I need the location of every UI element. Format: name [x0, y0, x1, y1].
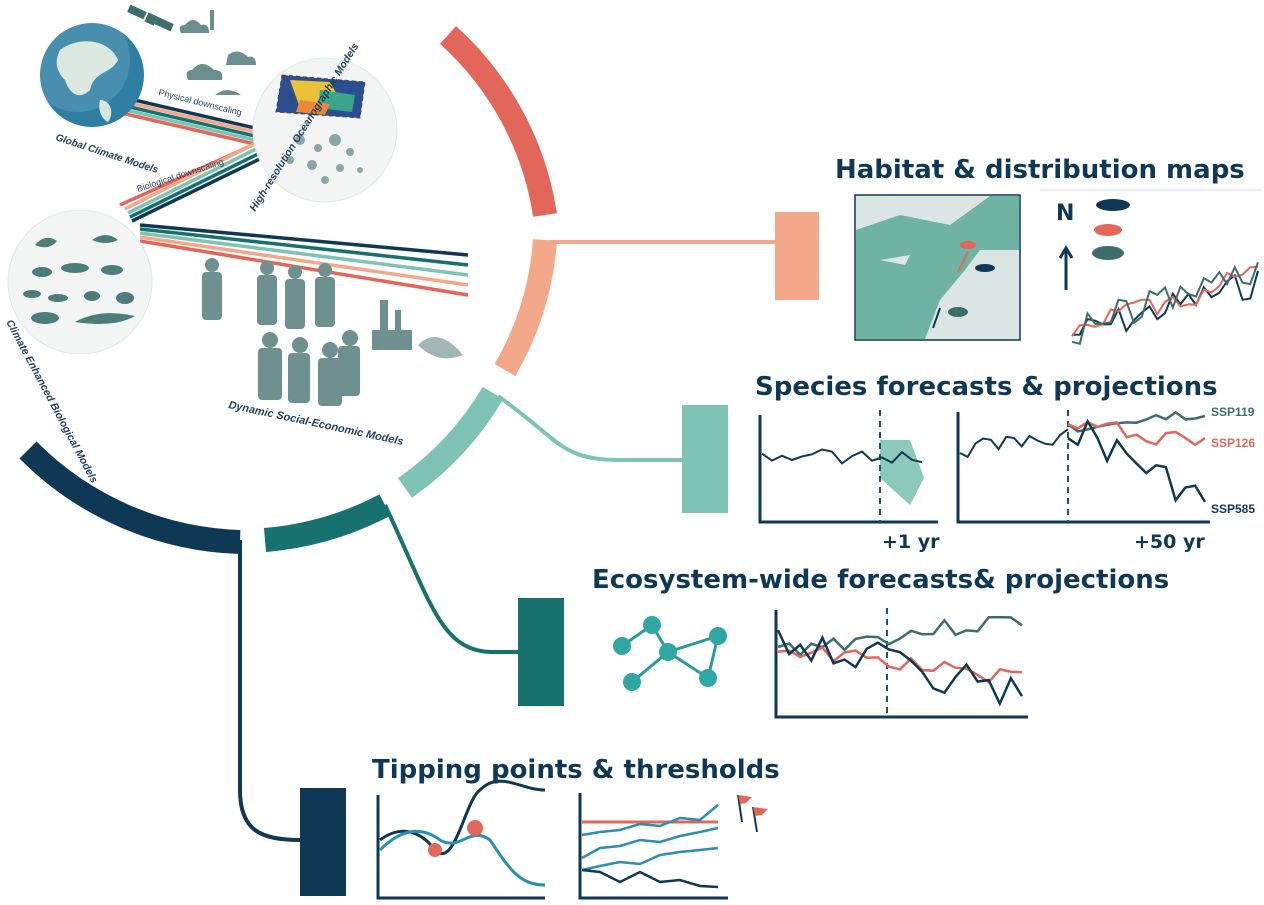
- species-title: Species forecasts & projections: [755, 372, 1218, 402]
- species-legend-icons: [1092, 199, 1130, 260]
- scenario-ssp585-label: SSP585: [1211, 502, 1255, 516]
- threshold-chart: [578, 793, 768, 900]
- habitat-section: Habitat & distribution maps N: [835, 155, 1262, 346]
- scenario-ssp119-label: SSP119: [1211, 405, 1255, 419]
- weather-icons: [179, 10, 256, 95]
- lobster-icon: [960, 241, 976, 249]
- tipping-box: [300, 788, 346, 896]
- ecosystem-projection-chart: [774, 608, 1028, 719]
- north-arrow-icon: [1058, 245, 1074, 290]
- habitat-title: Habitat & distribution maps: [835, 155, 1245, 185]
- arc-segment-navy: [19, 441, 241, 554]
- arc-segment-coral: [439, 26, 557, 217]
- short-term-label: +1 yr: [882, 531, 940, 553]
- global-climate-model: Global Climate Models: [26, 4, 256, 176]
- tipping-section: Tipping points & thresholds: [372, 755, 780, 900]
- species-box: [682, 405, 728, 513]
- satellite-icon: [127, 4, 174, 32]
- bass-icon: [1092, 246, 1124, 260]
- arc-segment-teal: [263, 494, 391, 552]
- food-web-network-icon: [613, 616, 727, 691]
- tipping-title: Tipping points & thresholds: [372, 755, 780, 785]
- fish-icon: [1096, 199, 1130, 211]
- long-term-projection-chart: SSP119 SSP126 SSP585 +50 yr: [956, 405, 1255, 553]
- tipping-curve-chart: [376, 779, 546, 900]
- north-label: N: [1056, 201, 1074, 226]
- habitat-trend-chart: [1071, 261, 1259, 346]
- oceanographic-model: Physical downscaling Biological downscal…: [136, 41, 398, 214]
- global-climate-label: Global Climate Models: [54, 132, 160, 176]
- biological-circle: [7, 209, 153, 355]
- people-icons: [202, 258, 360, 406]
- arc-segment-peach: [494, 239, 557, 377]
- connector-ecosystem: [383, 504, 520, 654]
- species-section: Species forecasts & projections +1 yr SS…: [755, 372, 1255, 553]
- fishing-boat-icon: [372, 300, 412, 350]
- habitat-box: [775, 212, 819, 300]
- long-term-label: +50 yr: [1134, 531, 1205, 553]
- marine-species-icons: [23, 235, 135, 324]
- plankton-icons: [286, 134, 363, 184]
- biological-model: Climate Enhanced Biological Models: [3, 209, 153, 485]
- model-arc: [19, 26, 557, 554]
- social-economic-label: Dynamic Social-Economic Models: [227, 399, 404, 448]
- tipping-point-marker: [428, 843, 442, 857]
- flag-icon: [737, 794, 768, 833]
- short-term-forecast-chart: +1 yr: [758, 410, 940, 553]
- connector-species: [496, 394, 683, 462]
- ecosystem-title: Ecosystem-wide forecasts& projections: [592, 565, 1169, 595]
- scenario-ssp126-label: SSP126: [1211, 436, 1255, 450]
- fish-net-icon: [418, 337, 463, 359]
- ecosystem-section: Ecosystem-wide forecasts& projections: [592, 565, 1169, 719]
- lobster-legend-icon: [1094, 224, 1122, 236]
- connectors: [238, 240, 775, 842]
- tipping-point-marker-2: [467, 820, 483, 836]
- map-fish-icon: [975, 264, 995, 272]
- connector-tipping: [238, 540, 301, 842]
- arc-segment-mint: [397, 386, 504, 498]
- ecosystem-box: [518, 598, 564, 706]
- ocean-map-icon: [275, 74, 366, 119]
- habitat-map: [854, 194, 1021, 341]
- map-fish-icon-2: [948, 307, 968, 317]
